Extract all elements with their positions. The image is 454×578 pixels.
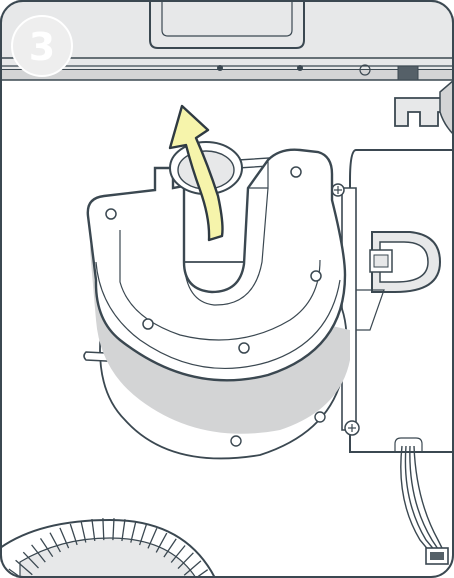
fan-blade <box>183 560 202 576</box>
step-badge: 3 <box>11 15 73 77</box>
rotate-arrow-icon <box>168 104 224 242</box>
horseshoe-bracket <box>86 148 347 382</box>
fan-blade <box>22 551 39 569</box>
fan-blade <box>91 519 96 541</box>
fan-blade <box>31 544 46 563</box>
fan-blade <box>49 532 61 553</box>
fan-blade <box>130 521 137 543</box>
fan-blade <box>121 519 126 542</box>
wire-harness <box>400 445 449 565</box>
top-housing-panel <box>0 0 454 81</box>
step-number: 3 <box>29 25 55 69</box>
fan-blade <box>163 538 177 558</box>
fan-blade <box>138 523 148 546</box>
side-bracket <box>331 78 454 453</box>
fan-wheel <box>0 518 217 578</box>
fan-blade <box>155 532 168 553</box>
fan-blade <box>39 538 54 558</box>
fan-blade <box>112 518 115 541</box>
fan-blade <box>147 527 158 549</box>
fan-blade <box>15 559 33 576</box>
fan-blade <box>170 545 186 563</box>
fan-blade <box>80 520 87 543</box>
fan-blade <box>177 552 194 570</box>
fan-blade <box>69 523 78 546</box>
fan-blade <box>59 527 70 549</box>
fan-blade <box>102 518 105 541</box>
